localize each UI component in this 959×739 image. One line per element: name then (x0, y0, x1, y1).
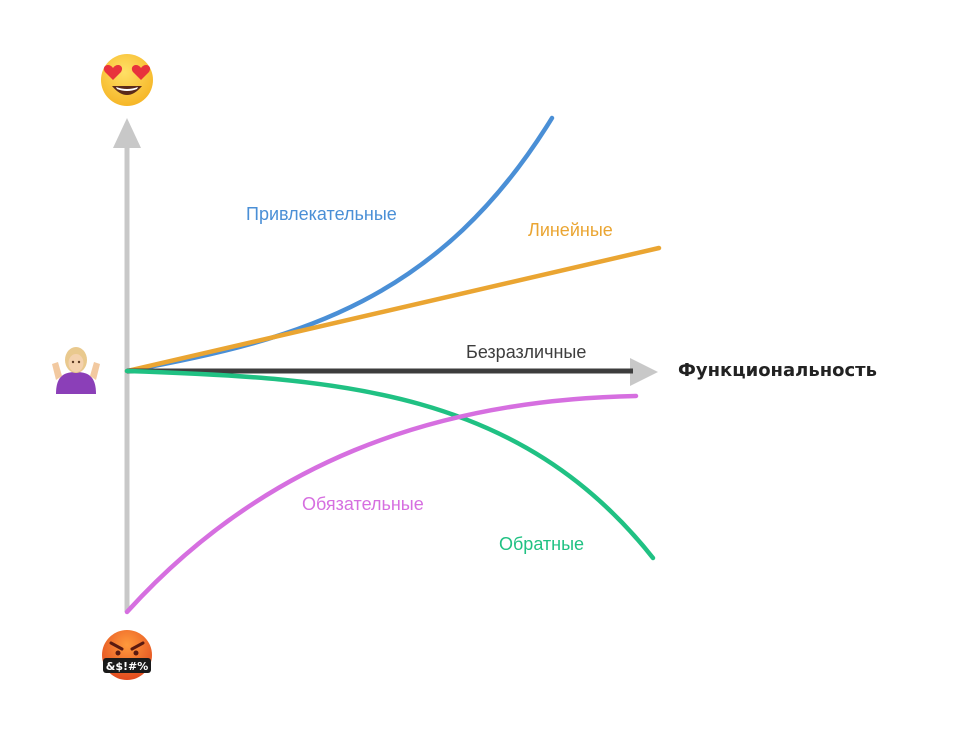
linear-label: Линейные (528, 220, 613, 240)
heart-eyes-face-icon (101, 54, 153, 106)
cursing-symbols: &$!#% (106, 660, 149, 673)
attractive-curve (124, 115, 555, 374)
functionality-axis-arrowhead (630, 358, 658, 386)
must-be-curve (124, 393, 639, 615)
shrugging-person-icon (52, 347, 100, 394)
must-be-label: Обязательные (302, 494, 424, 514)
reverse-label: Обратные (499, 534, 584, 554)
cursing-face-icon: &$!#% (102, 630, 152, 680)
functionality-axis-label: Функциональность (678, 360, 877, 381)
linear-curve (124, 245, 662, 374)
attractive-label: Привлекательные (246, 204, 397, 224)
reverse-curve (124, 368, 656, 561)
satisfaction-axis-arrowhead (113, 118, 141, 148)
indifferent-label: Безразличные (466, 342, 586, 362)
